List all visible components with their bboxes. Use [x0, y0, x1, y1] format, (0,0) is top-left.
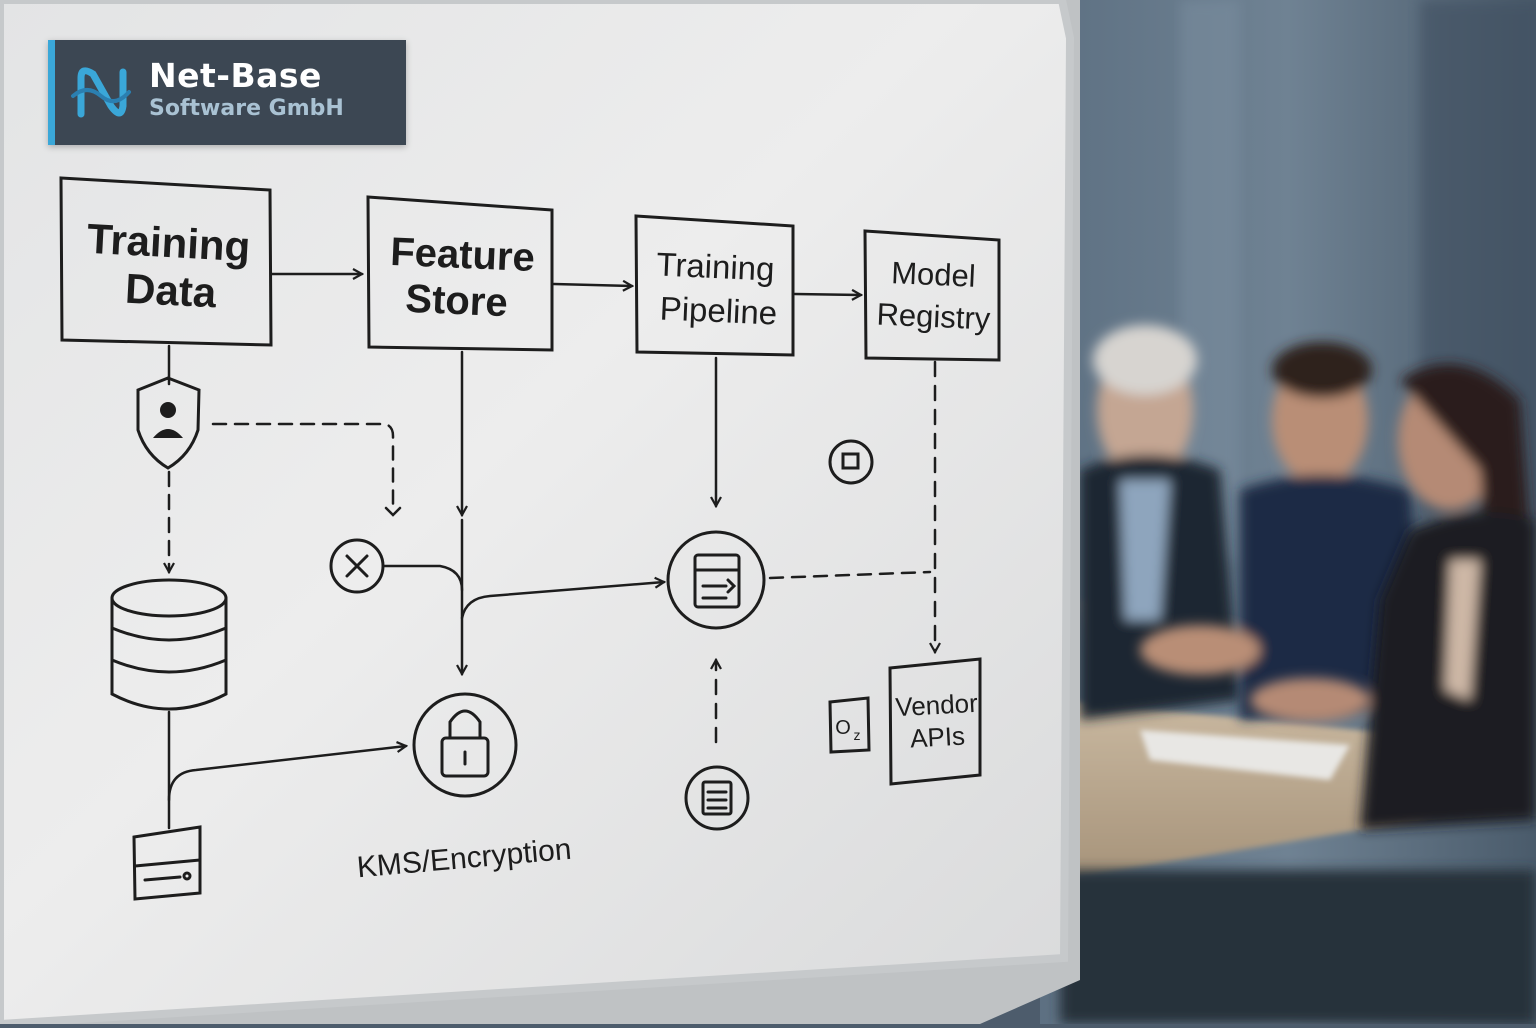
document-circle-icon: [684, 765, 750, 831]
node-training-pipeline-box: [634, 214, 795, 357]
logo-subtitle: Software GmbH: [149, 96, 344, 121]
edge-pipeline-dashed-right: [768, 570, 932, 580]
person-right: [1250, 364, 1536, 830]
paper-sheet: [1140, 730, 1350, 780]
background-room: [1040, 0, 1536, 1024]
whiteboard: [0, 0, 1080, 1028]
square-circle-icon: [828, 439, 874, 485]
edge-cancel-to-feature: [382, 564, 464, 592]
edge-feature-to-pipeline-node: [460, 582, 664, 620]
company-logo: Net-Base Software GmbH: [48, 40, 406, 145]
diagram: [59, 176, 1001, 901]
lock-circle-icon: [412, 692, 518, 798]
training-pipeline-label-1: Training: [656, 245, 776, 287]
net-base-logo-icon: [71, 67, 131, 118]
training-pipeline-label-2: Pipeline: [659, 289, 778, 331]
node-training-data-box: [59, 176, 273, 347]
oz-badge: [828, 696, 871, 754]
edge-feature-to-pipeline: [552, 284, 632, 286]
feature-store-label-2: Store: [405, 277, 509, 325]
vendor-apis-label-2: APIs: [909, 721, 965, 754]
pipeline-circle-icon: [666, 530, 766, 630]
node-feature-store-box: [366, 195, 554, 352]
oz-subscript: z: [854, 727, 861, 743]
vendor-apis-label-1: Vendor: [895, 688, 979, 722]
edge-pipeline-to-registry: [793, 294, 861, 295]
database-icon: [110, 578, 228, 711]
training-data-label-2: Data: [124, 265, 218, 317]
training-data-label-1: Training: [86, 215, 252, 270]
oz-label: O: [835, 717, 851, 739]
person-left: [1080, 325, 1240, 720]
node-vendor-apis-box: [888, 657, 982, 786]
server-icon: [132, 825, 202, 901]
edge-shield-dashed-right: [211, 422, 395, 514]
shield-user-icon: [136, 376, 201, 470]
edge-database-to-lock: [167, 746, 406, 802]
model-registry-label-2: Registry: [876, 297, 992, 337]
model-registry-label-1: Model: [891, 255, 977, 294]
node-model-registry-box: [863, 229, 1001, 362]
feature-store-label-1: Feature: [389, 230, 535, 280]
logo-name: Net-Base: [149, 56, 322, 95]
